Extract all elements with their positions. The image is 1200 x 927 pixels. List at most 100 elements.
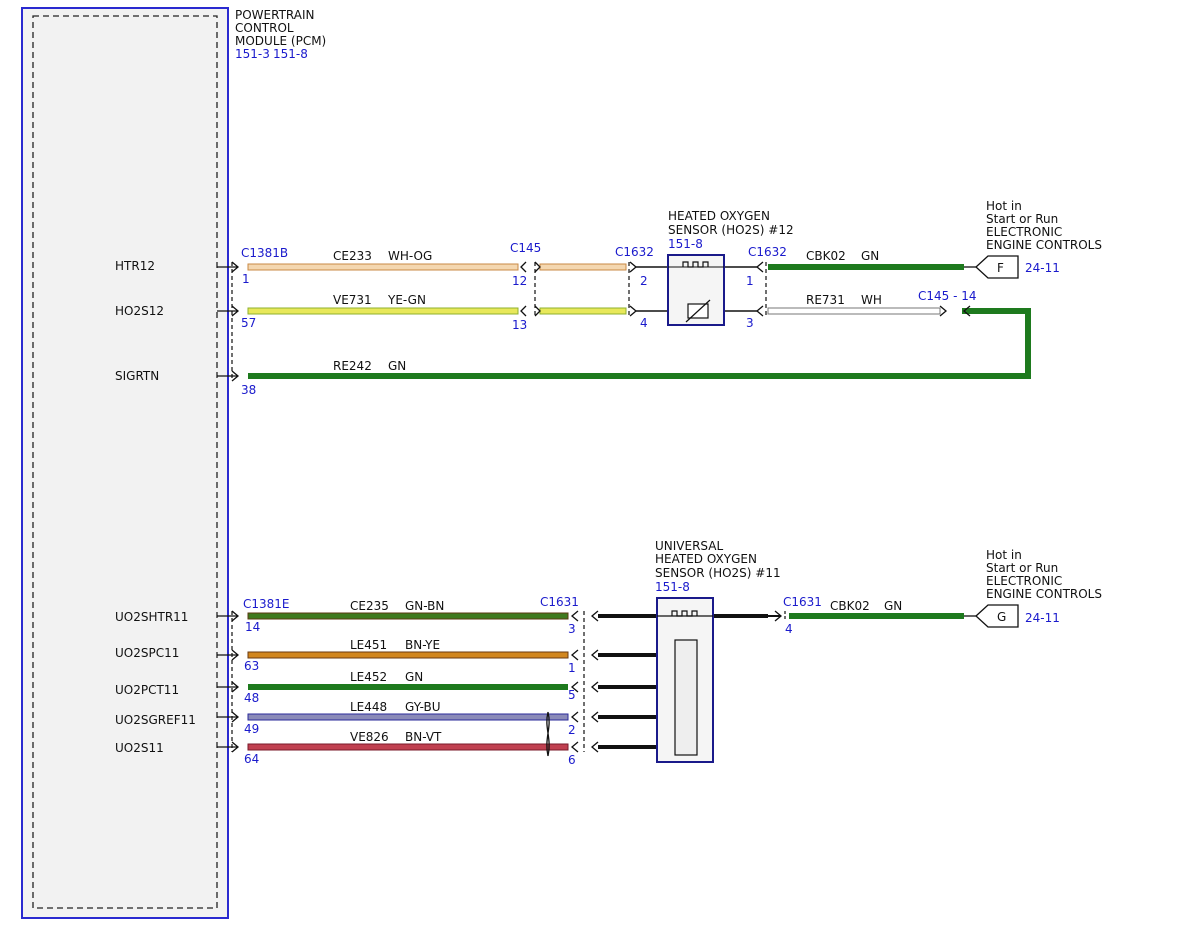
wire-ve826-circuit: VE826 bbox=[350, 730, 389, 744]
pin-num-uo2sgref11-sensor: 2 bbox=[568, 723, 576, 737]
power-bottom-line-3: ELECTRONIC bbox=[986, 574, 1062, 588]
pcm-name-line-2: CONTROL bbox=[235, 21, 294, 35]
wire-ce233-circuit: CE233 bbox=[333, 249, 372, 263]
heater-element-icon bbox=[682, 261, 709, 268]
pin-num-sigrtn-pcm: 38 bbox=[241, 383, 256, 397]
pin-num-uo2s11-pcm: 64 bbox=[244, 752, 259, 766]
pcm-pin-stubs-top bbox=[217, 261, 240, 382]
connector-dashes-bottom bbox=[231, 611, 585, 752]
twisted-pair-icon bbox=[546, 711, 550, 757]
arrows-sensor12-right bbox=[755, 261, 764, 317]
power-bottom-line-2: Start or Run bbox=[986, 561, 1058, 575]
wire-re242-circuit: RE242 bbox=[333, 359, 372, 373]
wire-le448-color: GY-BU bbox=[405, 700, 441, 714]
arrows-sensor11-left bbox=[570, 610, 599, 753]
connector-c1631-left[interactable]: C1631 bbox=[540, 595, 579, 609]
ho2s12-label-2: SENSOR (HO2S) #12 bbox=[668, 223, 794, 237]
wire-cbk02-bottom-circuit: CBK02 bbox=[830, 599, 870, 613]
pin-num-uo2spc11-sensor: 1 bbox=[568, 661, 576, 675]
wire-ve826 bbox=[247, 743, 569, 751]
power-bottom-line-4: ENGINE CONTROLS bbox=[986, 587, 1102, 601]
ho2s12-ref[interactable]: 151-8 bbox=[668, 237, 703, 251]
power-tag-f-icon[interactable] bbox=[975, 255, 1019, 279]
wire-re242-color: GN bbox=[388, 359, 406, 373]
pin-num-htr12-c145: 12 bbox=[512, 274, 527, 288]
pin-num-ho2s12-c145: 13 bbox=[512, 318, 527, 332]
power-top-line-3: ELECTRONIC bbox=[986, 225, 1062, 239]
uho2s11-label-2: HEATED OXYGEN bbox=[655, 552, 757, 566]
pin-num-uo2shtr11-sensor: 3 bbox=[568, 622, 576, 636]
wire-le452-circuit: LE452 bbox=[350, 670, 387, 684]
wire-re731-color: WH bbox=[861, 293, 882, 307]
pin-label-uo2shtr11: UO2SHTR11 bbox=[115, 610, 188, 624]
wire-ce235-circuit: CE235 bbox=[350, 599, 389, 613]
wire-le452 bbox=[248, 684, 568, 690]
wire-re242 bbox=[248, 308, 1031, 379]
sensing-element-slash bbox=[685, 299, 711, 323]
wire-ce233-color: WH-OG bbox=[388, 249, 432, 263]
pin-num-uo2shtr11-pcm: 14 bbox=[245, 620, 260, 634]
connector-c1632-right[interactable]: C1632 bbox=[748, 245, 787, 259]
pcm-pin-stubs-bottom bbox=[217, 610, 240, 753]
pin-num-htr12-sensor: 2 bbox=[640, 274, 648, 288]
wire-cbk02-top bbox=[768, 264, 964, 270]
wire-ce233-seg1 bbox=[247, 263, 519, 271]
wire-le451-color: BN-YE bbox=[405, 638, 440, 652]
wire-le451-circuit: LE451 bbox=[350, 638, 387, 652]
pin-num-sensor12-right-top: 1 bbox=[746, 274, 754, 288]
wire-ce235 bbox=[247, 612, 569, 620]
pin-num-uo2pct11-pcm: 48 bbox=[244, 691, 259, 705]
pin-label-htr12: HTR12 bbox=[115, 259, 155, 273]
pin-label-uo2sgref11: UO2SGREF11 bbox=[115, 713, 196, 727]
wire-le452-color: GN bbox=[405, 670, 423, 684]
connector-c1381e[interactable]: C1381E bbox=[243, 597, 290, 611]
connector-c1381b[interactable]: C1381B bbox=[241, 246, 288, 260]
pcm-ref-1[interactable]: 151-3 bbox=[235, 47, 270, 61]
pcm-ref-2[interactable]: 151-8 bbox=[273, 47, 308, 61]
pin-num-sensor11-right: 4 bbox=[785, 622, 793, 636]
wire-cbk02-bottom-color: GN bbox=[884, 599, 902, 613]
connector-c145-14[interactable]: C145 - 14 bbox=[918, 289, 977, 303]
wire-re731-circuit: RE731 bbox=[806, 293, 845, 307]
arrows-c145-14 bbox=[939, 305, 971, 317]
pin-num-uo2s11-sensor: 6 bbox=[568, 753, 576, 767]
wire-le451 bbox=[247, 651, 569, 659]
pin-num-uo2spc11-pcm: 63 bbox=[244, 659, 259, 673]
sensor12-leads bbox=[636, 266, 757, 312]
power-tag-g-icon[interactable] bbox=[975, 604, 1019, 628]
heater-element-icon bbox=[671, 610, 698, 617]
connector-c145[interactable]: C145 bbox=[510, 241, 541, 255]
connector-c1631-right[interactable]: C1631 bbox=[783, 595, 822, 609]
wire-ve731-color: YE-GN bbox=[387, 293, 426, 307]
pcm-module-inner-outline bbox=[32, 15, 218, 909]
pin-num-sensor12-right-bottom: 3 bbox=[746, 316, 754, 330]
ho2s12-label-1: HEATED OXYGEN bbox=[668, 209, 770, 223]
wire-cbk02-top-circuit: CBK02 bbox=[806, 249, 846, 263]
power-top-line-4: ENGINE CONTROLS bbox=[986, 238, 1102, 252]
pin-label-uo2spc11: UO2SPC11 bbox=[115, 646, 179, 660]
pin-label-uo2pct11: UO2PCT11 bbox=[115, 683, 179, 697]
power-tag-f-letter: F bbox=[997, 261, 1004, 275]
pin-label-uo2s11: UO2S11 bbox=[115, 741, 164, 755]
wire-ce233-seg2 bbox=[539, 263, 627, 271]
wire-ve826-color: BN-VT bbox=[405, 730, 442, 744]
power-top-line-1: Hot in bbox=[986, 199, 1022, 213]
connector-c1632-left[interactable]: C1632 bbox=[615, 245, 654, 259]
uho2s11-label-1: UNIVERSAL bbox=[655, 539, 723, 553]
pin-num-uo2sgref11-pcm: 49 bbox=[244, 722, 259, 736]
pin-num-ho2s12-sensor: 4 bbox=[640, 316, 648, 330]
pin-label-sigrtn: SIGRTN bbox=[115, 369, 159, 383]
wire-ce235-color: GN-BN bbox=[405, 599, 444, 613]
power-bottom-ref[interactable]: 24-11 bbox=[1025, 611, 1060, 625]
sensor11-element-block bbox=[674, 639, 698, 756]
pin-num-htr12-pcm: 1 bbox=[242, 272, 250, 286]
pin-num-uo2pct11-sensor: 5 bbox=[568, 688, 576, 702]
power-top-ref[interactable]: 24-11 bbox=[1025, 261, 1060, 275]
power-top-line-2: Start or Run bbox=[986, 212, 1058, 226]
pin-label-ho2s12: HO2S12 bbox=[115, 304, 164, 318]
pcm-module-box bbox=[21, 7, 229, 919]
uho2s11-ref[interactable]: 151-8 bbox=[655, 580, 690, 594]
wire-ve731-seg1 bbox=[247, 307, 519, 315]
pcm-name-line-1: POWERTRAIN bbox=[235, 8, 315, 22]
